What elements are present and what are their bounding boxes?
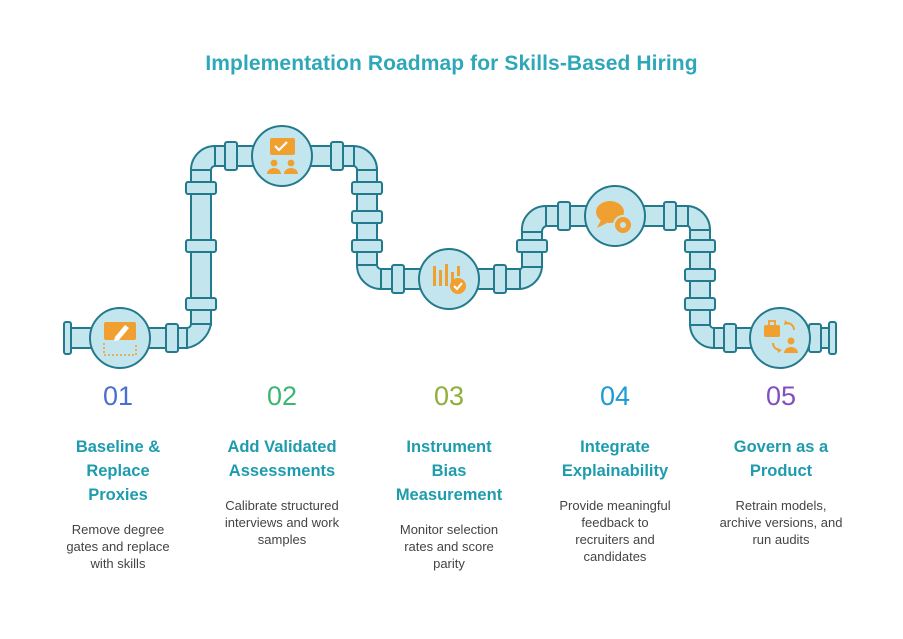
pipe-coupling — [684, 268, 716, 282]
page-title: Implementation Roadmap for Skills-Based … — [205, 52, 698, 75]
step-3: 03 Instrument Bias Measurement Monitor s… — [374, 378, 524, 572]
pipe-elbow — [687, 205, 712, 231]
pipe-coupling — [224, 141, 238, 171]
pipe-elbow — [519, 266, 543, 290]
step-description: Monitor selection rates and score parity — [399, 522, 499, 571]
step-5: 05 Govern as a Product Retrain models, a… — [706, 378, 856, 548]
pipe-coupling — [330, 141, 344, 171]
presentation-team-icon — [267, 138, 298, 174]
pipe-elbow — [520, 204, 547, 233]
pipe-elbow — [353, 145, 379, 171]
step-title: Integrate Explainability — [561, 438, 669, 480]
pipe-elbow — [186, 323, 212, 349]
pipe-coupling — [185, 239, 217, 253]
pipe-flange — [828, 321, 837, 355]
pipe-coupling — [557, 201, 571, 231]
step-node-5 — [749, 307, 811, 369]
step-node-2 — [251, 125, 313, 187]
pipe-coupling — [493, 264, 507, 294]
pipe-coupling — [185, 181, 217, 195]
pipe-coupling — [351, 239, 383, 253]
pipe-coupling — [684, 239, 716, 253]
pipe-coupling — [684, 297, 716, 311]
step-number: 04 — [599, 381, 631, 411]
pipe-coupling — [185, 297, 217, 311]
pipe-coupling — [391, 264, 405, 294]
step-number: 03 — [433, 381, 465, 411]
step-title: Instrument Bias Measurement — [395, 438, 503, 504]
chart-check-icon — [433, 264, 466, 294]
step-title: Govern as a Product — [733, 438, 829, 480]
pipe-coupling — [516, 239, 548, 253]
step-description: Remove degree gates and replace with ski… — [66, 522, 170, 571]
document-edit-icon — [103, 322, 137, 356]
briefcase-person-cycle-icon — [764, 320, 798, 353]
step-node-3 — [418, 248, 480, 310]
step-description: Calibrate structured interviews and work… — [224, 498, 340, 547]
pipe-coupling — [165, 323, 179, 353]
step-title: Add Validated Assessments — [227, 438, 337, 480]
step-description: Retrain models, archive versions, and ru… — [719, 498, 843, 547]
step-number: 01 — [102, 381, 134, 411]
step-2: 02 Add Validated Assessments Calibrate s… — [207, 378, 357, 548]
pipe-elbow — [356, 264, 382, 290]
pipe-coupling — [351, 210, 383, 224]
step-description: Provide meaningful feedback to recruiter… — [559, 498, 671, 564]
step-title: Baseline & Replace Proxies — [75, 438, 161, 504]
step-number: 02 — [266, 381, 298, 411]
chat-gear-icon — [596, 201, 633, 235]
pipe-coupling — [723, 323, 737, 353]
pipe-elbow — [190, 145, 216, 171]
pipe-coupling — [351, 181, 383, 195]
step-4: 04 Integrate Explainability Provide mean… — [540, 378, 690, 565]
step-number: 05 — [765, 381, 797, 411]
pipe-flange — [63, 321, 72, 355]
step-1: 01 Baseline & Replace Proxies Remove deg… — [43, 378, 193, 572]
pipeline-diagram — [63, 125, 837, 369]
pipe-coupling — [663, 201, 677, 231]
pipe-elbow — [689, 324, 715, 350]
